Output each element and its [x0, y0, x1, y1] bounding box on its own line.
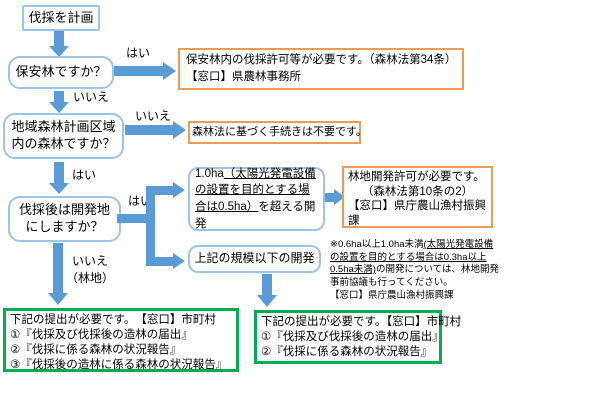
arrow-keikaku-no-head: [173, 121, 186, 139]
arrow-start-to-hoanrin-head: [49, 46, 69, 57]
arrow-devlarge-head: [334, 189, 345, 205]
dev-large-pre: 1.0ha: [195, 167, 224, 180]
arrow-keikaku-no-body: [125, 125, 173, 135]
result-hoanrin-line1: 保安林内の伐採許可等が必要です。（森林法第34条）: [186, 54, 457, 66]
arrow-kaihatsu-no-head: [48, 293, 68, 305]
arrow-devsmall-body: [262, 274, 272, 295]
label-no-hoanrin: いいえ: [72, 90, 109, 104]
connector-fork-stem: [117, 214, 150, 223]
dev-large-node: 1.0ha（太陽光発電設備の設置を目的とする場合は0.5ha）を超える開発: [188, 167, 325, 231]
arrow-hoanrin-no-head: [49, 102, 69, 113]
submit-left-item-3: ③『伐採後の造林に係る森林の状況報告』: [10, 358, 228, 371]
question-hoanrin-node: 保安林ですか？: [8, 56, 114, 89]
arrow-hoanrin-no-body: [54, 91, 64, 102]
label-no-keikaku: いいえ: [134, 109, 171, 123]
submit-left-item-2: ②『伐採に係る森林の状況報告』: [10, 343, 182, 356]
result-hoanrin-box: 保安林内の伐採許可等が必要です。（森林法第34条） 【窓口】県農林事務所: [178, 48, 464, 90]
result-rinchi-line3: 【窓口】県庁農山漁村振興課: [348, 200, 486, 228]
result-rinchi-permit-box: 林地開発許可が必要です。 （森林法第10条の2） 【窓口】県庁農山漁村振興課: [342, 166, 493, 228]
question-hoanrin-label: 保安林ですか？: [15, 64, 107, 80]
dev-small-node: 上記の規模以下の開発: [188, 245, 321, 273]
arrow-kaihatsu-no-body: [53, 243, 63, 293]
arrow-devsmall-head: [257, 295, 277, 307]
submit-left-item-1: ①『伐採及び伐採後の造林の届出』: [10, 328, 193, 341]
arrow-devlarge-body: [325, 193, 334, 202]
arrow-fork-top-head: [173, 182, 185, 198]
submit-required-left-box: 下記の提出が必要です。 【窓口】市町村 ①『伐採及び伐採後の造林の届出』 ②『伐…: [3, 308, 239, 372]
note-window: 【窓口】県庁農山漁村振興課: [330, 289, 454, 301]
submit-mid-item-1: ①『伐採及び伐採後の造林の届出』: [261, 330, 444, 343]
connector-fork-vertical: [146, 186, 155, 266]
start-node: 伐採を計画: [22, 5, 100, 31]
dev-large-underlined: （太陽光発電設備の設置を目的とする場合は0.5ha）: [195, 167, 316, 213]
arrow-keikaku-yes-head: [49, 183, 69, 194]
note-post: の開発については、林地開発事前協議も行ってください。: [330, 264, 499, 288]
result-rinchi-line1: 林地開発許可が必要です。: [348, 171, 485, 183]
note-pre: ※0.6ha以上1.0ha未満: [330, 239, 424, 250]
arrow-start-to-hoanrin-body: [54, 31, 64, 46]
question-keikaku-node: 地域森林計画区域 内の森林ですか？: [3, 113, 124, 159]
submit-left-title: 下記の提出が必要です。 【窓口】市町村: [10, 314, 216, 326]
submit-mid-title: 下記の提出が必要です。【窓口】市町村: [261, 316, 462, 328]
result-no-procedure-label: 森林法に基づく手続きは不要です。: [192, 126, 367, 138]
question-kaihatsu-label: 伐採後は開発地 にしますか？: [18, 202, 110, 234]
result-no-procedure-box: 森林法に基づく手続きは不要です。: [188, 121, 367, 144]
start-node-label: 伐採を計画: [28, 9, 94, 25]
arrow-fork-bottom-head: [173, 253, 185, 269]
result-hoanrin-line2: 【窓口】県農林事務所: [186, 71, 301, 84]
question-keikaku-label: 地域森林計画区域 内の森林ですか？: [11, 119, 116, 151]
arrow-fork-top-body: [155, 186, 173, 195]
submit-mid-item-2: ②『伐採に係る森林の状況報告』: [261, 345, 433, 358]
dev-large-post: を超える開発: [195, 201, 316, 230]
label-no-rinchi: いいえ （林地）: [65, 254, 114, 285]
question-kaihatsu-node: 伐採後は開発地 にしますか？: [8, 196, 121, 242]
note-body: ※0.6ha以上1.0ha未満(太陽光発電設備の設置を目的とする場合は0.3ha…: [330, 239, 502, 290]
arrow-hoanrin-yes-head: [163, 62, 176, 80]
arrow-keikaku-yes-body: [54, 162, 64, 183]
label-yes-hoanrin: はい: [125, 46, 150, 60]
label-yes-kaihatsu: はい: [127, 194, 152, 208]
arrow-fork-bottom-body: [155, 257, 173, 266]
submit-required-mid-box: 下記の提出が必要です。【窓口】市町村 ①『伐採及び伐採後の造林の届出』 ②『伐採…: [254, 310, 462, 364]
note-pre-consultation: ※0.6ha以上1.0ha未満(太陽光発電設備の設置を目的とする場合は0.3ha…: [330, 239, 502, 302]
dev-small-label: 上記の規模以下の開発: [194, 251, 315, 266]
arrow-hoanrin-yes-body: [114, 66, 163, 76]
result-rinchi-line2: （森林法第10条の2）: [361, 185, 474, 198]
label-yes-keikaku: はい: [71, 168, 96, 182]
dev-large-label: 1.0ha（太陽光発電設備の設置を目的とする場合は0.5ha）を超える開発: [195, 166, 318, 233]
note-underlined: (太陽光発電設備の設置を目的とする場合は0.3ha以上0.5ha未満): [330, 239, 494, 276]
